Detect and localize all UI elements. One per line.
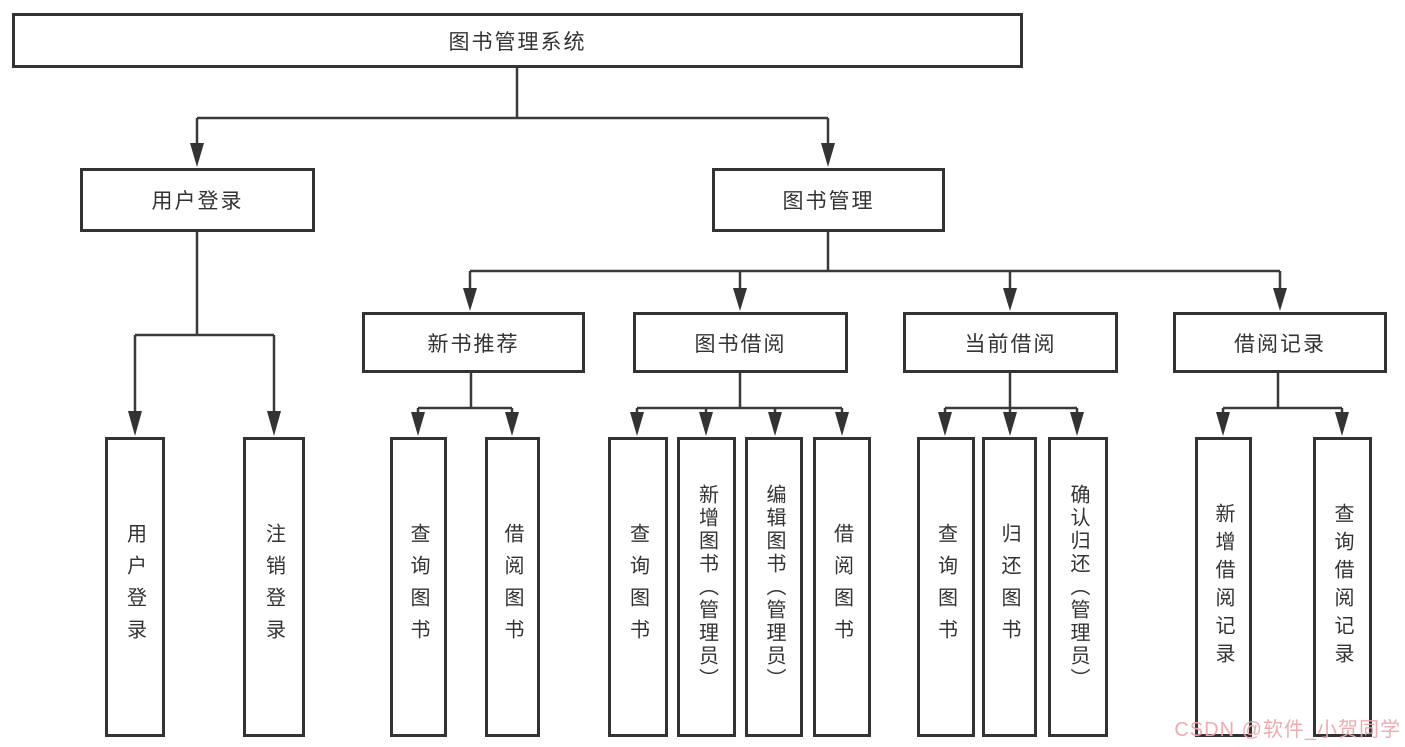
csdn-watermark: CSDN @软件_小贺同学	[1174, 719, 1401, 741]
leaf-user-login: 用户登录	[105, 437, 165, 737]
node-current-borrowing: 当前借阅	[903, 312, 1118, 373]
leaf-return-book: 归还图书	[982, 437, 1037, 737]
leaf-logout: 注销登录	[243, 437, 305, 737]
node-root-system: 图书管理系统	[12, 13, 1023, 68]
node-book-management: 图书管理	[712, 168, 945, 232]
leaf-query-borrow-record: 查询借阅记录	[1313, 437, 1372, 737]
leaf-query-book-2: 查询图书	[608, 437, 668, 737]
leaf-add-borrow-record: 新增借阅记录	[1195, 437, 1252, 737]
node-book-borrowing: 图书借阅	[633, 312, 848, 373]
node-user-login: 用户登录	[80, 168, 315, 232]
leaf-borrow-book-2: 借阅图书	[813, 437, 871, 737]
node-borrowing-records: 借阅记录	[1173, 312, 1387, 373]
leaf-query-book-1: 查询图书	[390, 437, 447, 737]
leaf-confirm-return-admin: 确认归还（管理员）	[1048, 437, 1108, 737]
leaf-add-book-admin: 新增图书（管理员）	[677, 437, 736, 737]
leaf-borrow-book-1: 借阅图书	[485, 437, 540, 737]
leaf-query-book-3: 查询图书	[917, 437, 975, 737]
leaf-edit-book-admin: 编辑图书（管理员）	[745, 437, 803, 737]
node-new-book-recommend: 新书推荐	[362, 312, 585, 373]
